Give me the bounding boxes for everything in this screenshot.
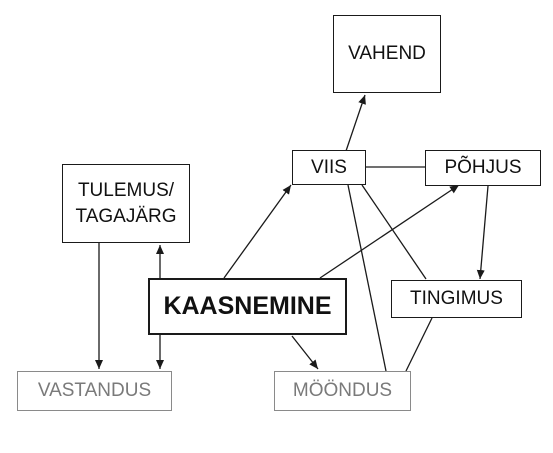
node-tulemus: TULEMUS/ TAGAJÄRG bbox=[62, 164, 190, 243]
node-pohjus-label: PÕHJUS bbox=[444, 157, 522, 179]
node-viis-label: VIIS bbox=[311, 156, 347, 178]
node-tingimus-label: TINGIMUS bbox=[410, 288, 503, 310]
node-vastandus-label: VASTANDUS bbox=[37, 380, 152, 402]
node-vastandus: VASTANDUS bbox=[17, 371, 172, 411]
edge-viis-mooondus bbox=[347, 184, 387, 372]
edge-kaasnemine-pohjus bbox=[319, 184, 460, 279]
node-pohjus: PÕHJUS bbox=[425, 150, 541, 186]
edge-tingimus-mooondus bbox=[405, 317, 433, 372]
edge-viis-tingimus bbox=[361, 184, 427, 280]
node-tingimus: TINGIMUS bbox=[391, 280, 522, 318]
edge-pohjus-tingimus bbox=[476, 185, 489, 280]
node-vahend: VAHEND bbox=[333, 15, 441, 93]
edge-kaasnemine-mooondus bbox=[291, 335, 319, 370]
edge-kaasnemine-viis bbox=[223, 184, 292, 279]
node-mooondus-label: MÖÖNDUS bbox=[292, 380, 393, 402]
node-kaasnemine-label: KAASNEMINE bbox=[163, 291, 332, 320]
node-mooondus: MÖÖNDUS bbox=[274, 371, 411, 411]
node-tulemus-label: TULEMUS/ TAGAJÄRG bbox=[75, 179, 177, 227]
node-kaasnemine: KAASNEMINE bbox=[148, 278, 347, 335]
node-vahend-label: VAHEND bbox=[348, 43, 426, 65]
edge-viis-vahend bbox=[345, 94, 366, 152]
node-viis: VIIS bbox=[292, 150, 366, 185]
